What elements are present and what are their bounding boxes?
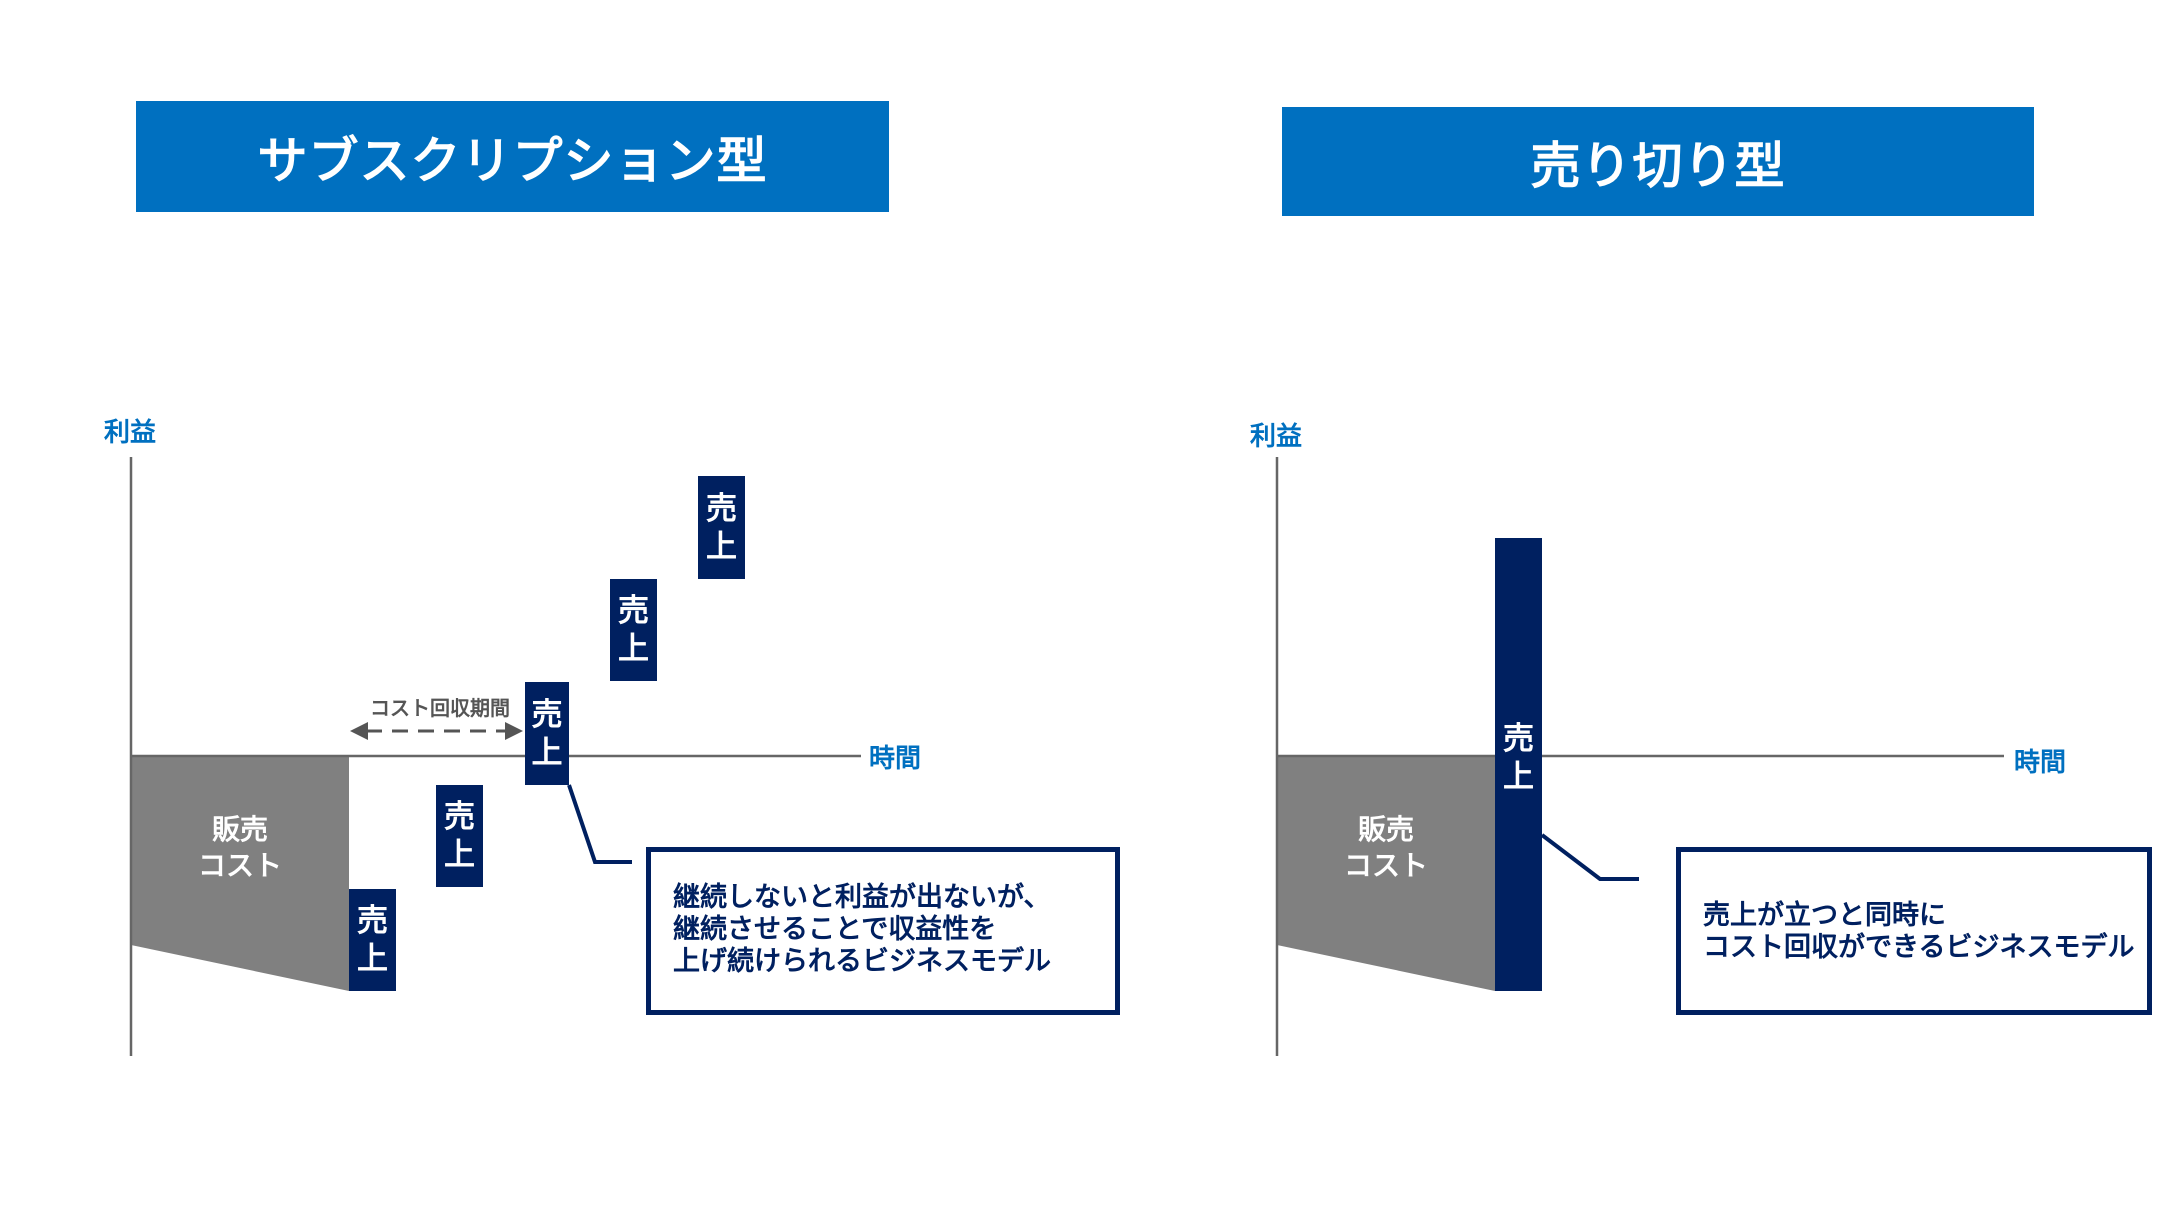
cost-label: 販売 コスト [170,812,310,884]
arrow-head-right [505,722,523,740]
cost-label: 販売 コスト [1316,812,1456,884]
cost-shape-one-time [1277,756,1495,991]
callout-line: 継続させることで収益性を [673,914,997,945]
sales-bar-1: 売上 [349,889,396,991]
arrow-head-left [350,722,368,740]
sales-bar-4: 売上 [610,579,657,681]
y-axis-label: 利益 [1250,422,1303,452]
one-time-callout: 売上が立つと同時に コスト回収ができるビジネスモデル [1676,847,2152,1015]
x-axis-label: 時間 [2014,748,2067,778]
subscription-title: サブスクリプション型 [136,101,889,212]
callout-line: 上げ続けられるビジネスモデル [673,946,1051,977]
cost-shape-subscription [131,756,349,991]
cost-label-line: コスト [1343,849,1428,882]
x-axis-label: 時間 [869,744,922,774]
cost-label-line: コスト [197,849,282,882]
subscription-callout: 継続しないと利益が出ないが、 継続させることで収益性を 上げ続けられるビジネスモ… [646,847,1120,1015]
sales-bar-one-time: 売上 [1495,538,1542,991]
payback-period-label: コスト回収期間 [370,696,510,720]
sales-bar-3: 売上 [525,682,569,785]
sales-bar-2: 売上 [436,785,483,887]
y-axis-label: 利益 [104,418,157,448]
callout-line: 売上が立つと同時に [1703,900,1946,931]
callout-line: 継続しないと利益が出ないが、 [673,882,1051,913]
cost-label-line: 販売 [211,813,268,846]
callout-leader-one-time [1540,833,1639,881]
cost-label-line: 販売 [1357,813,1414,846]
callout-leader-subscription [567,784,632,864]
one-time-title: 売り切り型 [1282,107,2034,216]
callout-line: コスト回収ができるビジネスモデル [1703,932,2135,963]
sales-bar-5: 売上 [698,476,745,579]
